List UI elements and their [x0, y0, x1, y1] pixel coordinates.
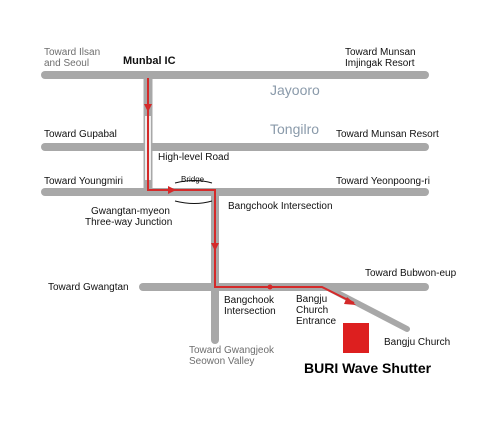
label-toward-ilsan-line2: and Seoul	[44, 58, 90, 69]
road-name-jayooro: Jayooro	[270, 82, 320, 98]
label-toward-ilsan-line1: Toward Ilsan	[44, 47, 101, 58]
destination-marker	[343, 323, 369, 353]
label-toward-youngmiri: Toward Youngmiri	[44, 176, 123, 187]
label-toward-yeonpoong: Toward Yeonpoong-ri	[336, 176, 430, 187]
route-arrow-church	[344, 297, 356, 305]
label-three-way-junction-line2: Three-way Junction	[85, 217, 173, 228]
bridge-mark-bottom	[174, 200, 213, 204]
label-toward-gwangtan: Toward Gwangtan	[48, 282, 129, 293]
label-munbal-ic: Munbal IC	[123, 55, 176, 67]
label-bangchook-intersection-line1: Bangchook	[224, 295, 275, 306]
route-arrow-down-gwangjeok	[211, 243, 219, 251]
bangju-church-entrance-dot	[267, 284, 273, 290]
road-name-tongilro: Tongilro	[270, 121, 320, 137]
route-arrow-right-bridge	[168, 186, 176, 194]
label-bangchook-intersection-top: Bangchook Intersection	[228, 201, 333, 212]
label-bangju-church-entrance-line1: Bangju	[296, 294, 328, 305]
label-toward-gupabal: Toward Gupabal	[44, 129, 117, 140]
label-bangju-church: Bangju Church	[384, 337, 451, 348]
label-toward-gwangjeok-line1: Toward Gwangjeok	[189, 345, 275, 356]
label-bangju-church-entrance-line2: Church	[296, 305, 329, 316]
label-destination: BURI Wave Shutter	[304, 360, 432, 376]
label-toward-gwangjeok-line2: Seowon Valley	[189, 356, 255, 367]
label-toward-bubwon: Toward Bubwon-eup	[365, 268, 457, 279]
label-toward-munsan-line2: Imjingak Resort	[345, 58, 415, 69]
label-toward-munsan-line1: Toward Munsan	[345, 47, 416, 58]
label-high-level-road: High-level Road	[158, 152, 230, 163]
road-bangju-church	[327, 286, 410, 332]
label-bangchook-intersection-line2: Intersection	[224, 306, 276, 317]
label-bangju-church-entrance-line3: Entrance	[296, 316, 337, 327]
label-toward-munsan-resort: Toward Munsan Resort	[336, 129, 439, 140]
label-bridge: Bridge	[181, 175, 205, 184]
bridge-mark-top	[174, 180, 213, 184]
label-three-way-junction-line1: Gwangtan-myeon	[91, 206, 170, 217]
route-arrow-down-munbal	[144, 104, 152, 112]
route-line	[147, 78, 355, 304]
